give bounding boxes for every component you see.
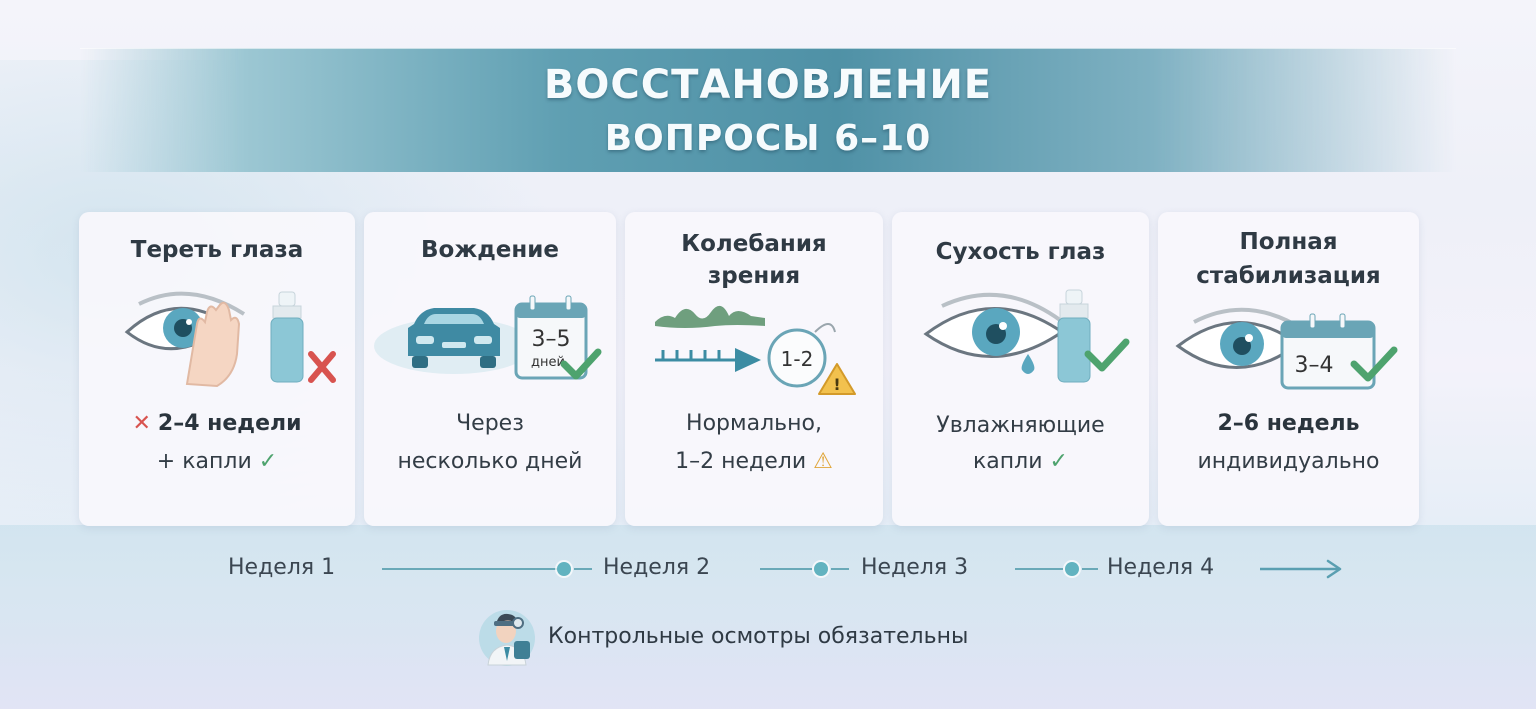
timeline-line [1082, 568, 1098, 570]
timeline-week-3: Неделя 3 [861, 555, 969, 580]
timeline-dot [1065, 562, 1079, 576]
footer-note: Контрольные осмотры обязательны [476, 605, 968, 667]
card-title: Тереть глаза [130, 237, 304, 263]
calendar-icon: 3–5 дней [514, 295, 588, 380]
duration-text: 2–4 недели [157, 411, 302, 436]
card-note: 1–2 недели ⚠ [625, 444, 883, 480]
cross-icon: ✕ [132, 411, 151, 436]
timeline-dot [814, 562, 828, 576]
doctor-icon [479, 610, 535, 666]
arrow-right-icon [1260, 559, 1342, 579]
page-title: ВОССТАНОВЛЕНИЕ [543, 62, 993, 108]
timeline-line [574, 568, 592, 570]
arrow-icon [655, 350, 745, 362]
card-value: Нормально, [686, 411, 822, 436]
cards-row: Тереть глаза [79, 212, 1419, 526]
card-value: ✕ 2–4 недели [79, 406, 355, 442]
note-text: 1–2 недели [675, 449, 807, 474]
svg-text:дней: дней [531, 355, 565, 370]
eye-icon [923, 292, 1065, 358]
eye-drops-bottle-icon [270, 291, 304, 383]
footer-text: Контрольные осмотры обязательны [548, 623, 969, 649]
card-title: Сухость глаз [935, 239, 1106, 265]
title-banner [80, 48, 1456, 172]
svg-text:1-2: 1-2 [781, 347, 814, 371]
timeline-line [382, 568, 558, 570]
card-title: Вождение [421, 237, 559, 263]
card-full-stabilization: Полная стабилизация 3–4 [1158, 212, 1419, 526]
tear-drop-icon [1021, 354, 1035, 374]
weeks-timeline: Неделя 1 Неделя 2 Неделя 3 Неделя 4 [0, 552, 1536, 584]
card-title-line2: зрения [707, 263, 801, 289]
timeline-week-1: Неделя 1 [228, 555, 336, 580]
card-title: Полная [1239, 229, 1338, 255]
svg-text:3–4: 3–4 [1295, 353, 1334, 378]
duration-text: 2–6 недель [1217, 411, 1360, 436]
note-text: + капли [156, 449, 252, 474]
check-icon: ✓ [258, 449, 278, 474]
timeline-week-2: Неделя 2 [603, 555, 711, 580]
card-title: Колебания [681, 231, 827, 257]
page-subtitle: ВОПРОСЫ 6–10 [604, 118, 932, 159]
car-icon [408, 308, 500, 368]
timer-icon: 1-2 [767, 323, 836, 388]
check-icon: ✓ [1049, 449, 1068, 474]
warning-icon: ! [818, 363, 856, 395]
note-text: капли [973, 449, 1043, 474]
svg-text:!: ! [833, 375, 840, 394]
card-title-line2: стабилизация [1196, 263, 1381, 289]
cross-icon [308, 351, 336, 383]
timeline-dot [557, 562, 571, 576]
svg-text:3–5: 3–5 [532, 327, 571, 352]
card-value: Через [456, 411, 524, 436]
card-note: несколько дней [397, 449, 583, 474]
check-icon [1350, 346, 1398, 382]
warning-icon: ⚠ [813, 449, 833, 474]
eye-hand-drops-illustration [79, 284, 355, 394]
card-value: 2–6 недель [1158, 406, 1419, 442]
timeline-line [760, 568, 812, 570]
card-note: индивидуально [1197, 449, 1380, 474]
car-calendar-illustration: 3–5 дней [364, 284, 616, 394]
card-driving: Вождение 3–5 [364, 212, 616, 526]
check-icon [1084, 338, 1130, 372]
timeline-week-4: Неделя 4 [1107, 555, 1215, 580]
eye-tear-drops-illustration [892, 284, 1149, 394]
card-note: капли ✓ [892, 444, 1149, 480]
card-rubbing-eyes: Тереть глаза [79, 212, 355, 526]
wave-timer-illustration: 1-2 ! [625, 302, 883, 412]
eye-calendar-illustration: 3–4 [1158, 300, 1419, 410]
background-band [0, 525, 1536, 709]
card-note: + капли ✓ [79, 444, 355, 480]
timeline-line [1015, 568, 1063, 570]
hand-icon [185, 301, 241, 388]
card-value: Увлажняющие [936, 413, 1105, 438]
timeline-line [831, 568, 849, 570]
vision-wave-icon [655, 305, 765, 328]
calendar-icon: 3–4 [1280, 313, 1376, 390]
eye-drops-bottle-icon [1057, 289, 1091, 383]
card-dry-eyes: Сухость глаз Увлажняющие [892, 212, 1149, 526]
card-vision-fluctuations: Колебания зрения 1-2 ! [625, 212, 883, 526]
check-icon [560, 348, 602, 380]
